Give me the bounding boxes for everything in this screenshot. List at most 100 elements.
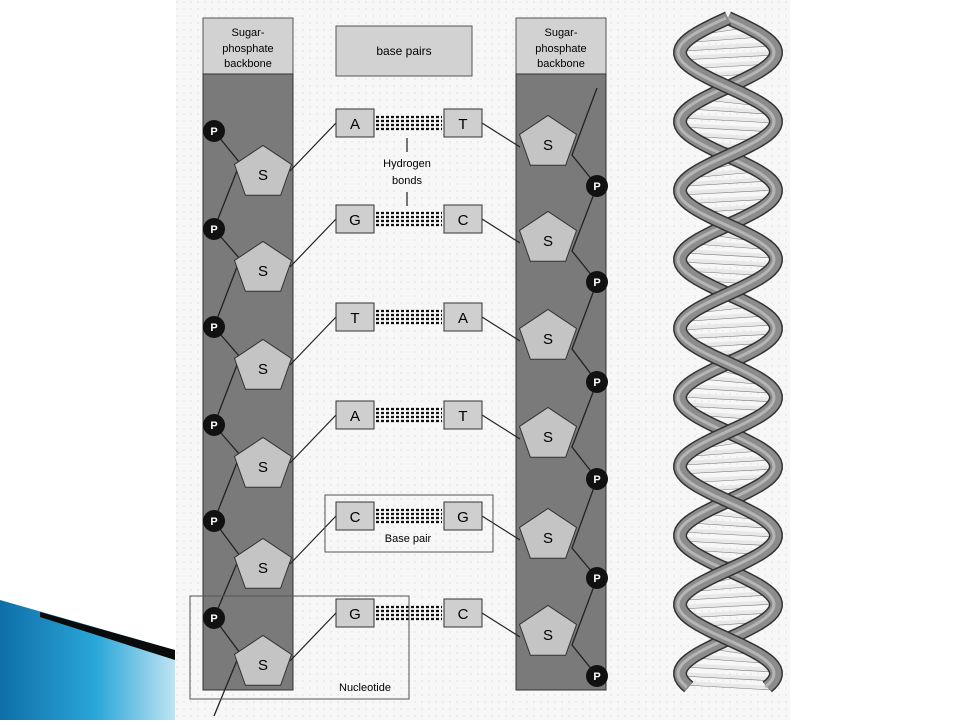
base-pairs-label: base pairs: [376, 44, 431, 58]
sugar-base-connector: [481, 218, 521, 244]
phosphate-label-right: P: [593, 277, 600, 289]
base-letter-left: G: [349, 606, 361, 623]
phosphate-label-right: P: [593, 474, 600, 486]
phosphate-label-left: P: [210, 126, 217, 138]
phosphate-left: [203, 120, 225, 142]
hydrogen-bond-lines: [376, 115, 442, 131]
phosphate-label-left: P: [210, 224, 217, 236]
right-backbone-label-line3: backbone: [537, 58, 585, 70]
nucleotide-label: Nucleotide: [339, 682, 391, 694]
base-letter-left: G: [349, 212, 361, 229]
hydrogen-bonds-label-line2: bonds: [392, 175, 422, 187]
sugar-base-connector: [481, 122, 521, 148]
base-box-right: [443, 501, 483, 531]
phosphate-right: [586, 175, 608, 197]
sugar-label-right: S: [543, 137, 553, 154]
sugar-base-connector: [289, 515, 337, 565]
sugar-pentagon-left: [233, 240, 293, 292]
left-backbone-label-line2: phosphate: [222, 43, 273, 55]
sugar-base-connector: [481, 316, 521, 342]
hydrogen-bonds-annotation: Hydrogen bonds: [383, 138, 431, 206]
hydrogen-bonds-label-line1: Hydrogen: [383, 158, 431, 170]
sugar-label-right: S: [543, 530, 553, 547]
base-letter-right: A: [458, 310, 468, 327]
base-box-left: [335, 501, 375, 531]
base-box-right: [443, 108, 483, 138]
left-backbone-label-line3: backbone: [224, 58, 272, 70]
phosphate-label-right: P: [593, 181, 600, 193]
nucleotide-frame: Nucleotide: [189, 595, 410, 700]
sugar-pentagon-right: [518, 308, 578, 360]
base-letter-right: C: [458, 606, 469, 623]
phosphate-label-right: P: [593, 573, 600, 585]
phosphate-label-left: P: [210, 420, 217, 432]
sugar-pentagon-right: [518, 406, 578, 458]
sugar-label-left: S: [258, 459, 268, 476]
base-box-right: [443, 598, 483, 628]
hydrogen-bond-lines: [376, 309, 442, 325]
phosphate-right: [586, 371, 608, 393]
sugar-label-left: S: [258, 167, 268, 184]
phosphate-left: [203, 316, 225, 338]
phosphate-left: [203, 510, 225, 532]
base-box-right: [443, 400, 483, 430]
sugar-label-right: S: [543, 233, 553, 250]
phosphate-left: [203, 607, 225, 629]
phosphate-right: [586, 468, 608, 490]
sugar-base-connector: [289, 316, 337, 366]
helix-strand-highlight: [676, 16, 776, 689]
phosphate-label-left: P: [210, 613, 217, 625]
sugar-pentagon-left: [233, 436, 293, 488]
base-pair-label: Base pair: [385, 533, 432, 545]
base-pairs-header: base pairs: [335, 25, 473, 77]
base-letter-left: T: [350, 310, 359, 327]
base-letter-right: T: [458, 116, 467, 133]
base-letter-right: C: [458, 212, 469, 229]
sugar-pentagon-right: [518, 507, 578, 559]
base-pair-row: G C S S P P: [203, 598, 608, 687]
sugar-label-right: S: [543, 331, 553, 348]
sugar-pentagon-left: [233, 144, 293, 196]
base-box-right: [443, 302, 483, 332]
sugar-pentagon-left: [233, 338, 293, 390]
phosphate-label-left: P: [210, 516, 217, 528]
base-box-left: [335, 302, 375, 332]
sugar-pentagon-left: [233, 537, 293, 589]
base-pair-row: T A S S P P: [203, 302, 608, 393]
base-box-right: [443, 204, 483, 234]
left-backbone-label-line1: Sugar-: [231, 27, 264, 39]
sugar-label-left: S: [258, 560, 268, 577]
backbone-links: [213, 87, 598, 717]
sugar-pentagon-right: [518, 210, 578, 262]
hydrogen-bond-lines: [376, 407, 442, 423]
base-pair-row: G C S S P P: [203, 204, 608, 293]
sugar-base-connector: [481, 612, 521, 638]
base-letter-left: C: [350, 509, 361, 526]
sugar-label-left: S: [258, 361, 268, 378]
sugar-label-right: S: [543, 627, 553, 644]
phosphate-label-right: P: [593, 671, 600, 683]
sugar-pentagon-left: [233, 634, 293, 686]
sugar-base-connector: [481, 414, 521, 440]
sugar-pentagon-right: [518, 604, 578, 656]
base-box-left: [335, 400, 375, 430]
base-letter-left: A: [350, 116, 360, 133]
corner-wedge: [0, 600, 175, 720]
right-backbone-label-line1: Sugar-: [544, 27, 577, 39]
sugar-base-connector: [481, 515, 521, 541]
sugar-label-left: S: [258, 657, 268, 674]
base-box-left: [335, 598, 375, 628]
base-pair-frame: Base pair: [324, 494, 494, 553]
base-box-left: [335, 204, 375, 234]
phosphate-left: [203, 414, 225, 436]
sugar-base-connector: [289, 612, 337, 662]
sugar-label-left: S: [258, 263, 268, 280]
sugar-label-right: S: [543, 429, 553, 446]
phosphate-label-right: P: [593, 377, 600, 389]
phosphate-label-left: P: [210, 322, 217, 334]
hydrogen-bond-lines: [376, 211, 442, 227]
helix-strand-highlight: [676, 16, 776, 689]
